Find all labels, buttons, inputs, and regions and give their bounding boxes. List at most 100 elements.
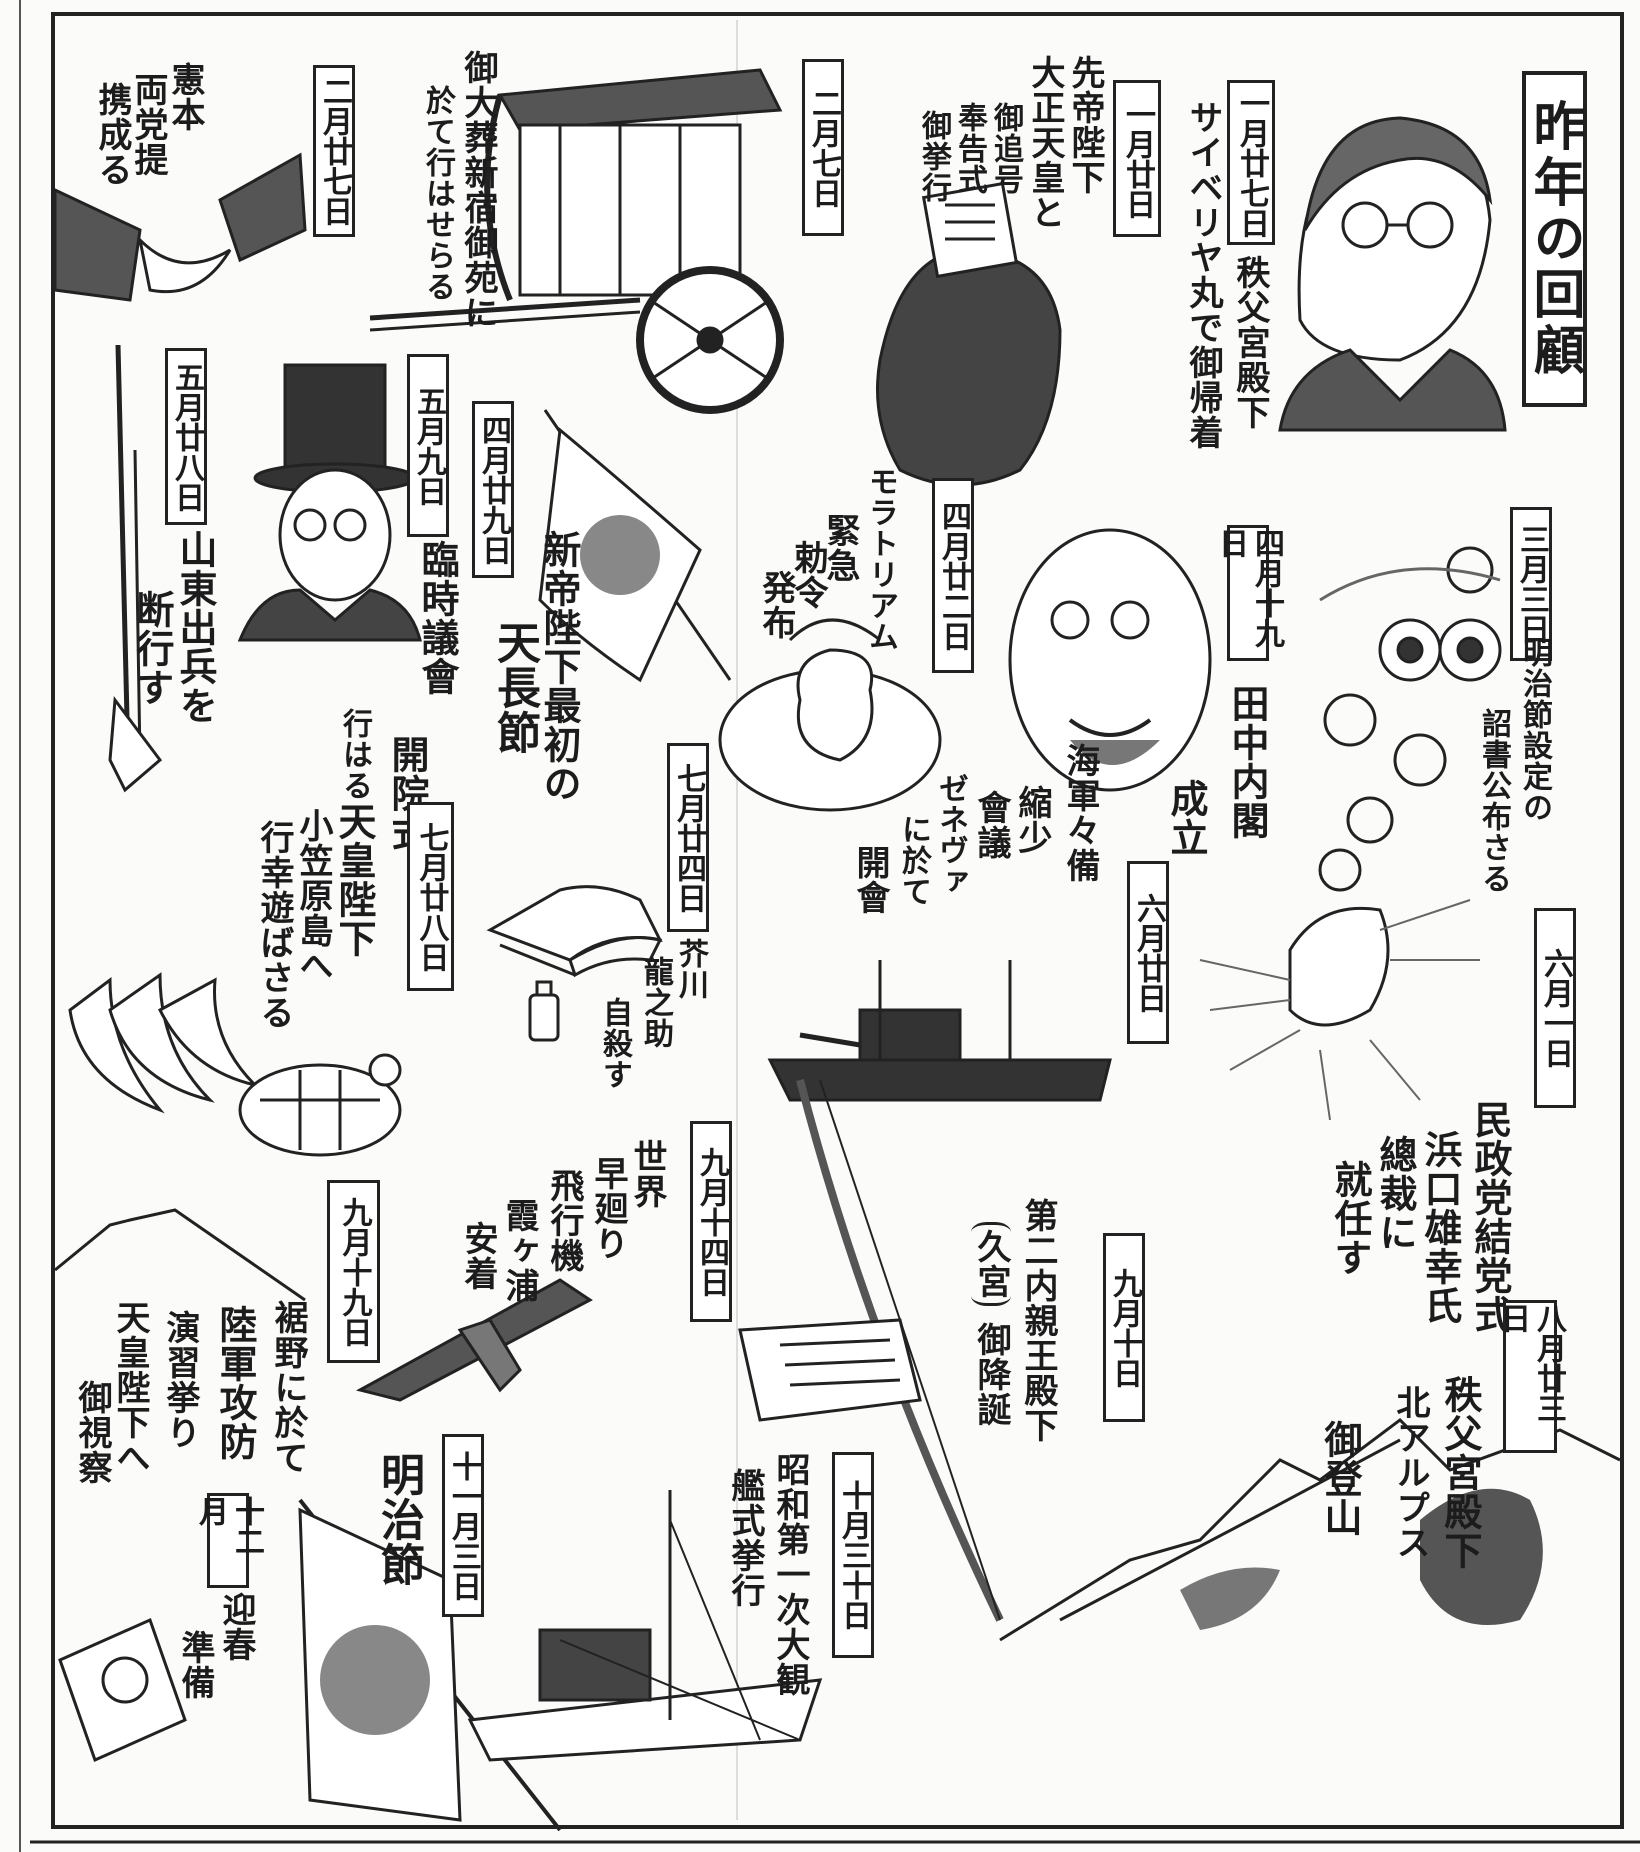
event-text: 先帝陛下 (1065, 55, 1105, 195)
event-text: 田中内閣 (1225, 684, 1270, 840)
event-text: 迎春 (216, 1592, 256, 1662)
mount-fuji-icon (54, 1208, 306, 1302)
event-text: 海軍々備 (1060, 743, 1100, 883)
japanese-flag-meiji-day (298, 1498, 562, 1832)
page-title: 昨年の回顧 (1522, 71, 1587, 407)
top-hat-gentleman (237, 363, 422, 642)
event-text: 安着 (458, 1221, 498, 1291)
lion-mane-icon (1199, 899, 1480, 1121)
event-text: 行はる (337, 708, 372, 801)
event-text: 御視察 (72, 1380, 112, 1485)
event-text: 山東出兵を (173, 530, 218, 725)
event-text: 大正天皇と (1025, 55, 1065, 230)
event-text: 御大葬新宿御苑に (458, 50, 498, 330)
date-box: 二月七日 (802, 59, 844, 236)
event-text: 秩父宮殿下 (1438, 1375, 1483, 1570)
date-box: 六月廿日 (1127, 861, 1169, 1044)
event-text: 世界 (627, 1139, 667, 1209)
date-box: 七月廿八日 (407, 802, 454, 991)
birth-announcement-scroll (738, 1318, 922, 1422)
event-text: 御登山 (1318, 1420, 1363, 1537)
event-text: 自殺す (597, 997, 632, 1090)
event-text: 民政党結党式 (1468, 1100, 1513, 1334)
event-text: 明治節 (373, 1452, 424, 1587)
event-text: 演習挙り (160, 1310, 200, 1450)
medicine-bottle-icon (528, 980, 560, 1042)
warship-naval-review (467, 1490, 823, 1762)
event-text: 浜口雄幸氏 (1418, 1130, 1463, 1325)
date-box: 四月廿九日 (472, 401, 514, 578)
event-text: 緊急 (820, 513, 860, 583)
event-text: 携成る (92, 82, 132, 187)
event-text: 新帝陛下最初の (537, 530, 582, 803)
japanese-flag-emperor-birthday (538, 409, 732, 683)
event-text: 裾野に於て (268, 1300, 308, 1475)
flower-bouquet (1318, 546, 1502, 892)
event-text: 龍之助 (638, 956, 673, 1049)
event-text: 小笠原島へ (293, 808, 333, 983)
event-text: 開會 (850, 845, 890, 915)
imperial-scroll-offering (876, 181, 1062, 487)
event-text: 芥川 (673, 938, 708, 1000)
event-text: 行幸遊ばさる (254, 820, 294, 1030)
date-box: 一月廿七日 (1227, 80, 1275, 245)
event-text: 天皇陛下へ (110, 1300, 150, 1475)
event-text: に於て (896, 814, 931, 907)
date-box: 五月廿八日 (165, 348, 207, 525)
event-text: サイベリヤ丸で御帰着 (1183, 100, 1223, 450)
event-text: 艦式挙行 (725, 1468, 765, 1608)
event-text: 縮少 (1012, 785, 1052, 855)
event-text: 昭和第一次大観 (770, 1452, 810, 1697)
event-text: 両党提 (128, 72, 168, 177)
event-text: 奉告式 (952, 102, 987, 195)
open-book-icon (486, 885, 663, 978)
event-text: 天皇陛下 (332, 802, 377, 958)
event-text: 天長節 (489, 620, 540, 755)
event-text: 總裁に (1373, 1135, 1418, 1252)
date-box: 八月廿三日 (1495, 1300, 1566, 1453)
date-box: 十月三十日 (832, 1452, 874, 1658)
event-text: 勅令 (788, 540, 828, 610)
event-text: 憲本 (165, 62, 205, 132)
funeral-ox-carriage (369, 68, 784, 414)
event-text: 明治節設定の (1517, 637, 1552, 823)
portrait-chichibu-prince (1278, 116, 1507, 432)
date-box: 九月十九日 (327, 1180, 380, 1363)
date-box: 七月廿四日 (667, 743, 709, 932)
date-box: 九月十日 (1103, 1233, 1145, 1422)
event-text: 就任す (1328, 1160, 1373, 1277)
date-box: 十二月 (193, 1493, 264, 1588)
handshake-icon (53, 152, 307, 302)
north-alps-mountains (999, 1418, 1621, 1642)
date-box: 二月廿七日 (313, 65, 355, 237)
event-text: 第二内親王殿下 (1018, 1198, 1058, 1443)
tanaka-caricature (1008, 528, 1212, 792)
event-text: 早廻り (588, 1156, 628, 1261)
event-text: 陸軍攻防 (213, 1305, 258, 1461)
event-text: 會議 (971, 790, 1011, 860)
rifle-icon (108, 344, 163, 793)
event-text: 御挙行 (916, 110, 951, 203)
date-box: 三月三日 (1510, 507, 1552, 661)
event-text: モラトリアム (863, 466, 898, 652)
event-text: 御追号 (988, 102, 1023, 195)
money-bag-on-dish (718, 618, 942, 812)
event-text: 断行す (130, 590, 175, 707)
event-text: 準備 (175, 1630, 215, 1700)
date-box: 一月廿日 (1113, 80, 1161, 237)
date-box: 五月九日 (407, 354, 449, 537)
date-box: 十一月三日 (442, 1434, 484, 1617)
event-text: 於て行はせらる (420, 85, 455, 302)
event-text: 臨時議會 (415, 540, 460, 696)
event-text: 発布 (756, 570, 796, 640)
new-year-card-icon (58, 1617, 187, 1763)
turtle-icon (238, 1053, 402, 1157)
airplane-icon (355, 1278, 593, 1402)
date-box: 六月一日 (1534, 908, 1576, 1108)
event-text: ゼネヴァ (933, 773, 968, 897)
event-text: 北アルプス (1390, 1385, 1430, 1560)
event-text: 詔書公布さる (1476, 708, 1511, 894)
event-text-name: 久宮 (971, 1222, 1011, 1306)
